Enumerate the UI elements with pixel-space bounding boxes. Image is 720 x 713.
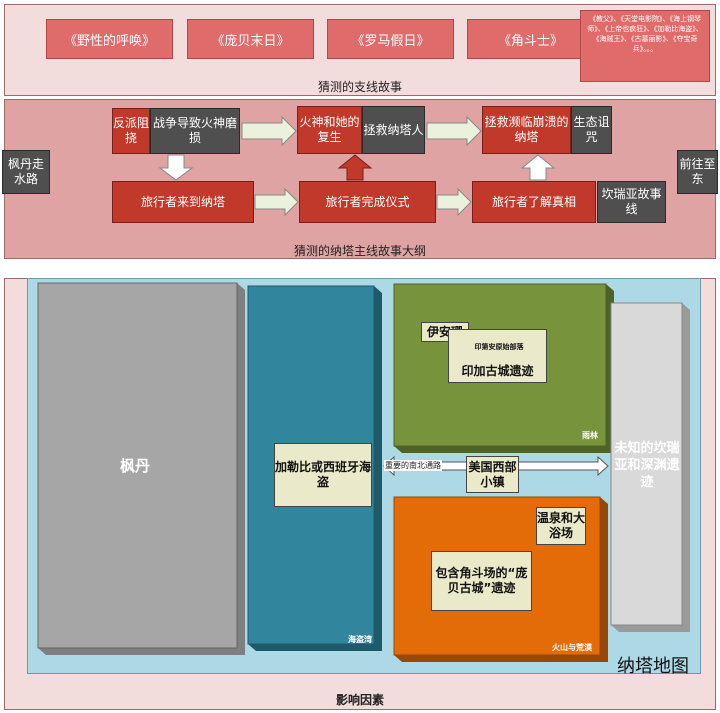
inca-ruins-text: 印加古城遗迹 [461,364,534,378]
rainforest-label: 雨林 [582,431,598,440]
inca-ruins-label: 印加古城遗迹 [448,329,547,383]
traveler-ritual-box: 旅行者完成仪式 [299,181,436,223]
fontaine-waterway-box: 枫丹走水路 [2,150,50,194]
save-natlan-people-box: 拯救纳塔人 [362,106,425,154]
fire-god-rebirth-box: 火神和她的复生 [297,106,362,154]
traveler-truth-box: 旅行者了解真相 [472,181,596,223]
western-town-label: 美国西部小镇 [466,456,519,493]
hot-spring-label: 温泉和大浴场 [536,507,586,545]
ivan-label: 伊安珊 [421,322,469,342]
film-gladiator: 《角斗士》 [467,19,594,59]
influence-caption: 影响因素 [335,693,384,707]
traveler-arrives-box: 旅行者来到纳塔 [112,181,254,223]
villain-obstruction-box: 反派阻挠 [112,108,150,154]
save-collapsing-natlan-box: 拯救濒临崩溃的纳塔 [482,106,571,154]
volcano-label: 火山与荒漠 [552,643,592,652]
main-story-caption: 猜测的纳塔主线故事大纲 [293,244,426,258]
go-east-box: 前往至东 [677,150,718,194]
tribe-label: 印第安原始部落 [474,343,524,351]
pirate-bay-label: 海盗湾 [348,635,372,644]
film-roman-holiday: 《罗马假日》 [327,19,454,59]
colosseum-label: 包含角斗场的“庞贝古城”遗迹 [431,551,532,611]
film-pompeii: 《庞贝末日》 [187,19,314,59]
pirate-label: 加勒比或西班牙海盗 [274,443,372,507]
unknown-ruins-label: 未知的坎瑞亚和深渊遗迹 [614,441,680,490]
fontaine-label: 枫丹 [119,457,150,475]
side-story-caption: 猜测的支线故事 [317,80,402,94]
natlan-map-title: 纳塔地图 [617,656,689,677]
film-call-of-the-wild: 《野性的呼唤》 [46,19,173,59]
war-erosion-box: 战争导致火神磨损 [150,108,240,154]
film-list: 《教父》、《天堂电影院》、《海上钢琴师》、《上帝也疯狂》、《加勒比海盗》、《海贼… [580,10,710,82]
road-label: 重要的南北通路 [384,460,442,471]
khaenriah-storyline-box: 坎瑞亚故事线 [597,181,666,223]
ecological-curse-box: 生态诅咒 [571,106,612,154]
